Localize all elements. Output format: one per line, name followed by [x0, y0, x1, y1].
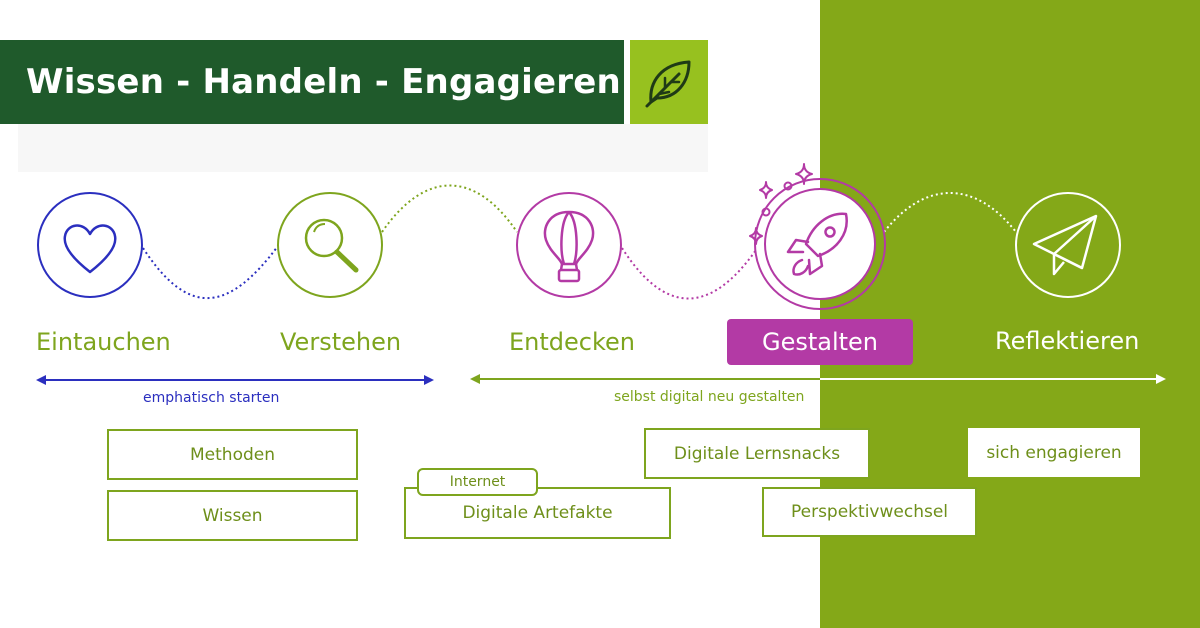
hot-air-balloon-icon	[543, 210, 595, 283]
rocket-icon	[786, 212, 848, 276]
stage-circle-1	[37, 192, 143, 298]
page-title: Wissen - Handeln - Engagieren	[0, 40, 624, 124]
arrow-gestalten	[470, 374, 1166, 384]
connector-2	[381, 184, 518, 233]
box-wissen: Wissen	[107, 490, 358, 541]
stage-circle-4	[764, 188, 876, 300]
connector-3	[621, 247, 757, 300]
connector-1	[142, 245, 279, 300]
arrow-label-gestalten: selbst digital neu gestalten	[614, 389, 805, 405]
arrow-emphatisch	[36, 375, 434, 385]
box-digitale-lernsnacks: Digitale Lernsnacks	[644, 428, 870, 479]
connector-4	[883, 192, 1017, 233]
arrow-label-emphatisch: emphatisch starten	[143, 390, 280, 406]
paper-plane-icon	[1032, 214, 1098, 276]
stage-label-reflektieren: Reflektieren	[995, 327, 1140, 355]
stage-circle-5	[1015, 192, 1121, 298]
leaf-icon	[645, 60, 691, 108]
sparkle-icons	[749, 163, 813, 245]
stage-label-verstehen: Verstehen	[280, 328, 402, 356]
box-perspektivwechsel: Perspektivwechsel	[762, 487, 977, 537]
stage-circle-3	[516, 192, 622, 298]
stage-label-eintauchen: Eintauchen	[36, 328, 171, 356]
box-methoden: Methoden	[107, 429, 358, 480]
leaf-logo-box	[630, 40, 708, 124]
stage-label-entdecken: Entdecken	[509, 328, 635, 356]
stage-label-gestalten: Gestalten	[727, 319, 913, 365]
box-sich-engagieren: sich engagieren	[968, 428, 1140, 477]
stage-circle-2	[277, 192, 383, 298]
tab-internet: Internet	[417, 468, 538, 496]
title-shadow	[18, 124, 708, 172]
magnifier-icon	[304, 218, 359, 273]
heart-icon	[63, 224, 117, 274]
